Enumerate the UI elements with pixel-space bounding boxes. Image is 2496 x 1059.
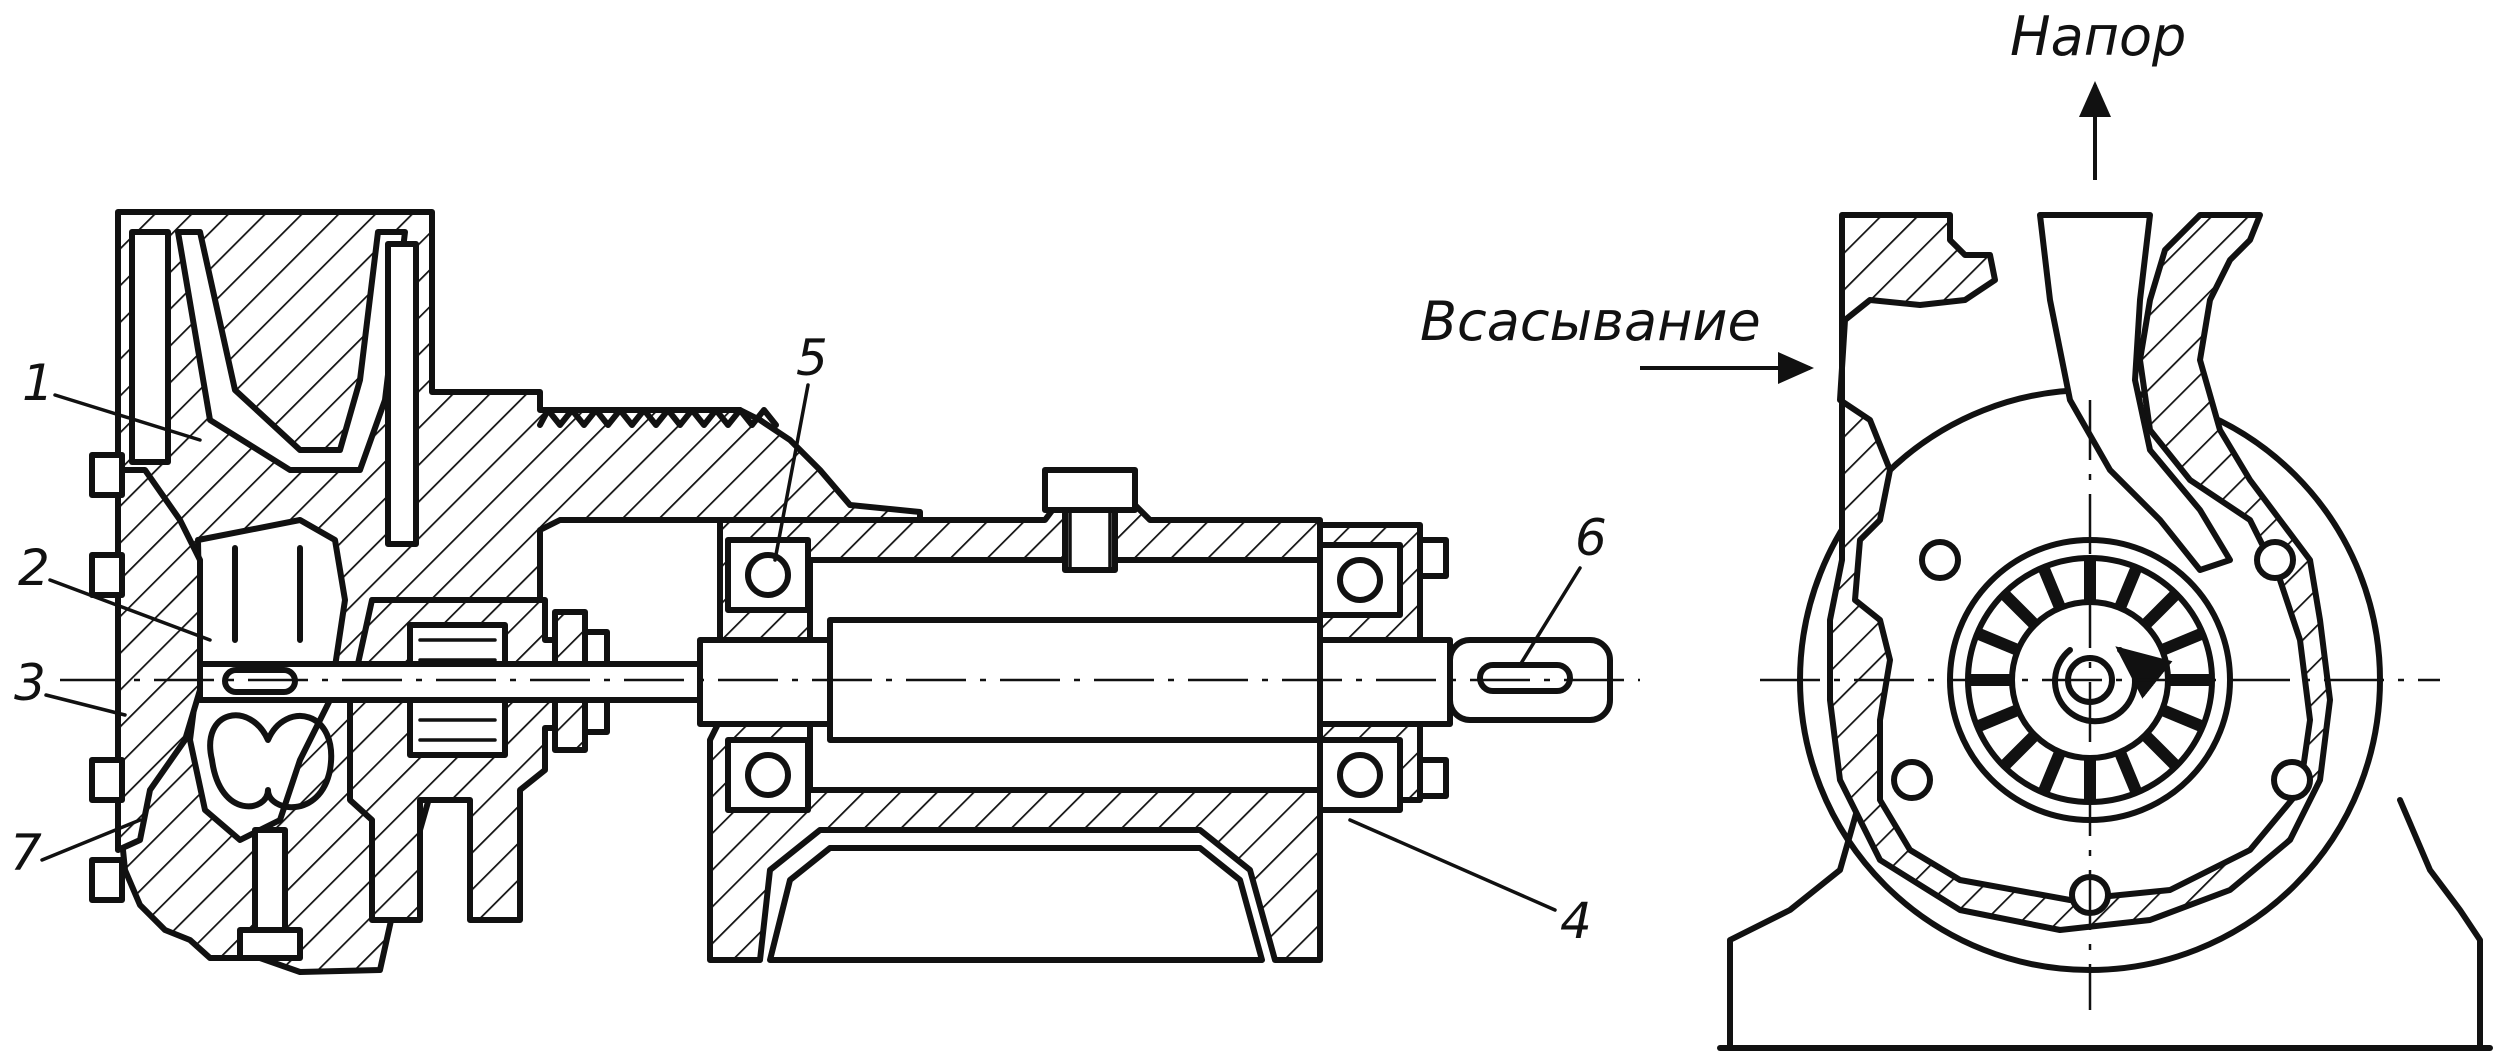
impeller-blade (2038, 751, 2065, 794)
volute-casing (1827, 212, 2333, 933)
outlet-channel (175, 229, 408, 473)
cooling-fins (537, 407, 779, 428)
svg-text:2: 2 (18, 539, 50, 597)
callout-5: 5 (773, 329, 828, 562)
impeller-blade (2038, 566, 2065, 609)
drain-plug (237, 827, 303, 961)
svg-text:7: 7 (10, 824, 42, 882)
front-cover (115, 467, 203, 853)
impeller-blade (2142, 590, 2180, 628)
callout-4: 4 (1348, 818, 1592, 950)
callouts: 1 2 3 4 5 6 7 (10, 329, 1607, 950)
discharge-label: Напор (2010, 5, 2186, 68)
volute-outlet (2037, 212, 2233, 573)
cross-section-view (1717, 212, 2493, 1051)
bearing-right (1317, 542, 1403, 813)
bolt-holes (1891, 539, 2313, 916)
impeller (207, 545, 335, 811)
svg-text:3: 3 (14, 654, 46, 712)
impeller-blade (2115, 566, 2142, 609)
impeller-blade (2000, 590, 2038, 628)
support-arch (767, 845, 1265, 963)
end-cover-bolts (1417, 537, 1449, 799)
impeller-blade (2000, 732, 2038, 770)
svg-text:1: 1 (22, 354, 54, 412)
callout-3: 3 (14, 654, 127, 717)
cover-bolts (89, 452, 125, 903)
impeller-blade (1976, 705, 2019, 732)
pump-casing (115, 209, 923, 975)
suction-label: Всасывание (1420, 290, 1761, 353)
svg-text:6: 6 (1575, 509, 1607, 567)
callout-1: 1 (22, 354, 202, 442)
bearing-left (725, 537, 811, 813)
discharge-arrow: Напор (2010, 5, 2186, 180)
longitudinal-section-view (60, 209, 1640, 975)
impeller-blade (2161, 705, 2204, 732)
svg-text:4: 4 (1560, 892, 1592, 950)
casing-rib-right (385, 241, 419, 547)
vent-plug (1042, 467, 1138, 573)
callout-7: 7 (10, 818, 142, 882)
impeller-blade (1976, 628, 2019, 655)
impeller-blade (2115, 751, 2142, 794)
callout-6: 6 (1518, 509, 1607, 667)
impeller-blade (2142, 732, 2180, 770)
pump-base (1727, 797, 2483, 1051)
callout-2: 2 (18, 539, 212, 642)
svg-text:5: 5 (796, 329, 828, 387)
suction-arrow: Всасывание (1420, 290, 1814, 384)
